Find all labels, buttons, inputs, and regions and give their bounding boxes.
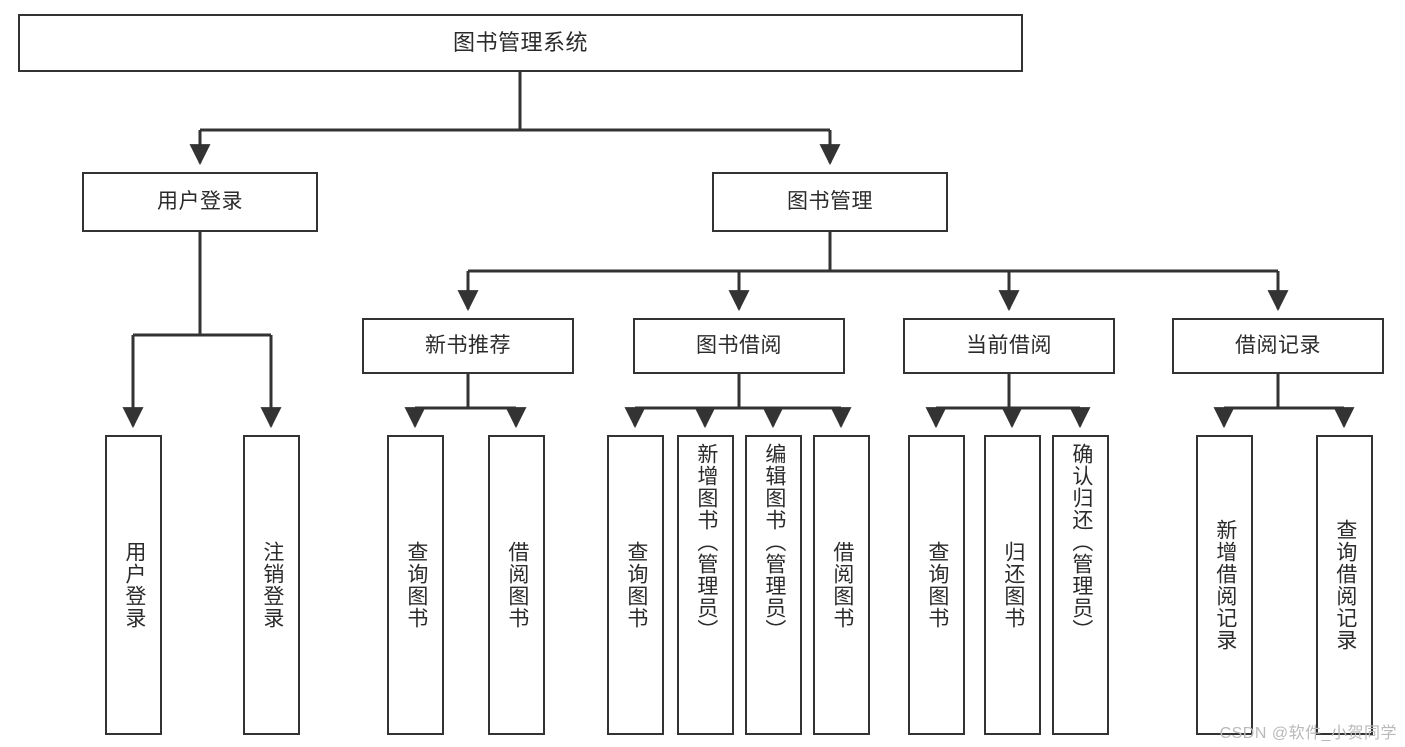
leaf-label: 确认归还（管理员） xyxy=(1069,443,1093,641)
connector-root-to-level2 xyxy=(189,72,841,166)
leaf-label: 查询图书 xyxy=(404,541,428,629)
connector-current-branch xyxy=(925,374,1091,429)
leaf-label: 查询图书 xyxy=(624,541,648,629)
node-label: 当前借阅 xyxy=(966,334,1052,358)
leaf-confirm-return-admin[interactable]: 确认归还（管理员） xyxy=(1052,435,1109,735)
connector-newbook-branch xyxy=(404,374,527,429)
leaf-label: 新增图书（管理员） xyxy=(694,443,718,641)
leaf-query-book-current[interactable]: 查询图书 xyxy=(908,435,965,735)
node-book-borrow[interactable]: 图书借阅 xyxy=(633,318,845,374)
leaf-label: 注销登录 xyxy=(260,541,284,629)
leaf-label: 用户登录 xyxy=(122,541,146,629)
leaf-query-book-newbook[interactable]: 查询图书 xyxy=(387,435,444,735)
leaf-borrow-book[interactable]: 借阅图书 xyxy=(813,435,870,735)
node-label: 图书管理 xyxy=(787,190,873,214)
node-new-book-recommend[interactable]: 新书推荐 xyxy=(362,318,574,374)
leaf-query-book-borrow[interactable]: 查询图书 xyxy=(607,435,664,735)
node-root-system[interactable]: 图书管理系统 xyxy=(18,14,1023,72)
node-user-login[interactable]: 用户登录 xyxy=(82,172,318,232)
leaf-query-borrow-record[interactable]: 查询借阅记录 xyxy=(1316,435,1373,735)
leaf-label: 归还图书 xyxy=(1001,541,1025,629)
node-current-borrow[interactable]: 当前借阅 xyxy=(903,318,1115,374)
node-label: 用户登录 xyxy=(157,190,243,214)
leaf-borrow-book-newbook[interactable]: 借阅图书 xyxy=(488,435,545,735)
leaf-edit-book-admin[interactable]: 编辑图书（管理员） xyxy=(745,435,802,735)
node-label: 图书借阅 xyxy=(696,334,782,358)
leaf-label: 查询借阅记录 xyxy=(1333,519,1357,651)
leaf-add-borrow-record[interactable]: 新增借阅记录 xyxy=(1196,435,1253,735)
leaf-label: 新增借阅记录 xyxy=(1213,519,1237,651)
csdn-watermark: CSDN @软件_小贺同学 xyxy=(1219,725,1397,742)
leaf-user-login[interactable]: 用户登录 xyxy=(105,435,162,735)
node-label: 新书推荐 xyxy=(425,334,511,358)
leaf-add-book-admin[interactable]: 新增图书（管理员） xyxy=(677,435,734,735)
leaf-return-book[interactable]: 归还图书 xyxy=(984,435,1041,735)
node-label: 图书管理系统 xyxy=(452,29,588,55)
leaf-label: 查询图书 xyxy=(925,541,949,629)
leaf-label: 借阅图书 xyxy=(505,541,529,629)
node-book-management[interactable]: 图书管理 xyxy=(712,172,948,232)
node-label: 借阅记录 xyxy=(1235,334,1321,358)
leaf-label: 借阅图书 xyxy=(830,541,854,629)
node-borrow-record[interactable]: 借阅记录 xyxy=(1172,318,1384,374)
connector-borrow-branch xyxy=(624,374,852,429)
connector-login-branch xyxy=(122,232,282,429)
leaf-label: 编辑图书（管理员） xyxy=(762,443,786,641)
connector-bookmgmt-branch xyxy=(457,232,1289,312)
leaf-logout[interactable]: 注销登录 xyxy=(243,435,300,735)
connector-record-branch xyxy=(1213,374,1355,429)
